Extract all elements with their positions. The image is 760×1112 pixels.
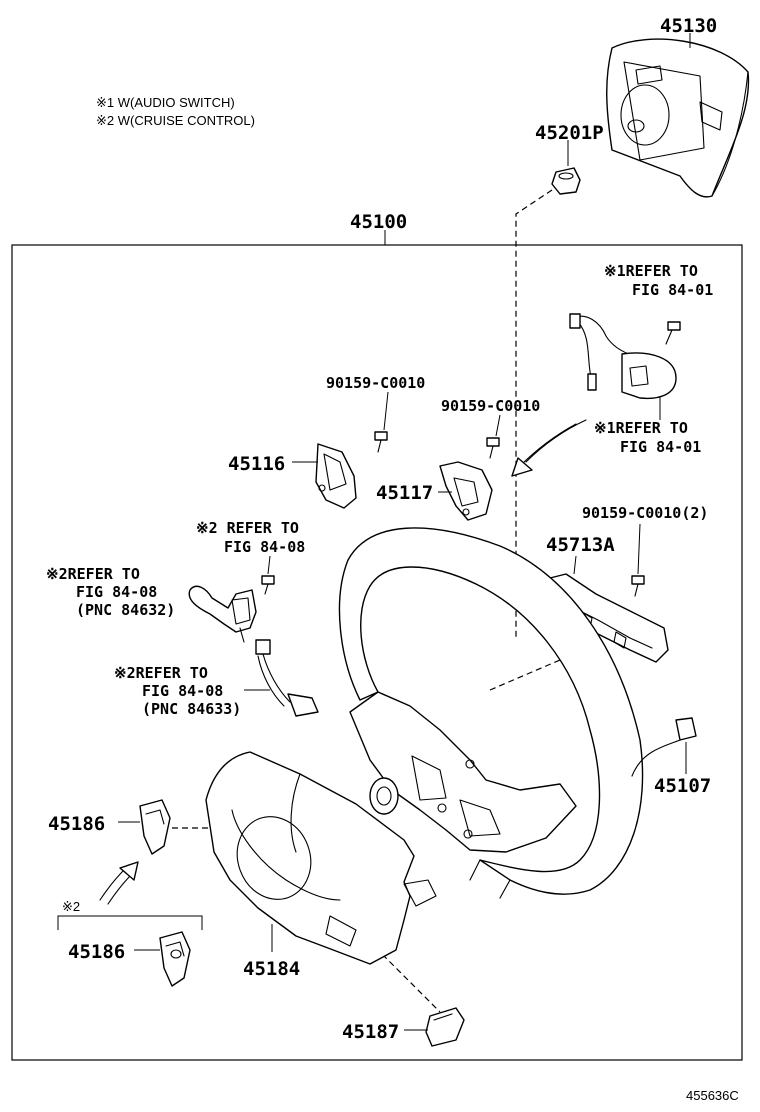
- screw-audio-switch: [665, 321, 681, 345]
- label-screw-a: 90159-C0010: [326, 374, 425, 392]
- screw-c: [631, 575, 645, 597]
- label-ref2-a-1: ※2 REFER TO: [196, 519, 299, 537]
- label-note2-mark: ※2: [62, 899, 80, 914]
- cap-45186-b: [134, 931, 191, 987]
- alignment-line-45713a: [489, 659, 561, 691]
- label-45187: 45187: [342, 1021, 399, 1043]
- label-ref2-c-1: ※2REFER TO: [114, 664, 208, 682]
- screw-b: [486, 437, 500, 459]
- label-45201p: 45201P: [535, 122, 604, 144]
- alignment-line-nut: [515, 189, 553, 640]
- cap-45186-a: [118, 799, 171, 855]
- label-45116: 45116: [228, 453, 285, 475]
- airbag-pad-45130: [606, 33, 750, 198]
- audio-switch-harness: [569, 313, 677, 420]
- label-ref2-b-1: ※2REFER TO: [46, 565, 140, 583]
- note-cruise-control: ※2 W(CRUISE CONTROL): [96, 113, 255, 128]
- label-ref2-b-3: (PNC 84632): [76, 601, 175, 619]
- nut-45201p: [551, 140, 581, 195]
- label-ref2-c-3: (PNC 84633): [142, 700, 241, 718]
- label-45713a: 45713A: [546, 534, 615, 556]
- leader-ref2-a: [267, 555, 271, 575]
- assembly-frame-45100: [11, 244, 743, 1061]
- note-audio-switch: ※1 W(AUDIO SWITCH): [96, 95, 235, 110]
- label-screw-c: 90159-C0010(2): [582, 504, 708, 522]
- leader-45713a: [573, 555, 577, 575]
- bracket-note2: [57, 915, 203, 930]
- screw-a: [374, 431, 388, 453]
- bracket-45116: [292, 443, 357, 509]
- label-45100: 45100: [350, 211, 407, 233]
- label-ref2-a-2: FIG 84-08: [224, 538, 305, 556]
- lower-cover-45184: [205, 751, 437, 965]
- label-45117: 45117: [376, 482, 433, 504]
- cap-45187: [404, 1007, 465, 1047]
- label-ref2-b-2: FIG 84-08: [76, 583, 157, 601]
- label-45184: 45184: [243, 958, 300, 980]
- arrow-to-45186: [99, 861, 139, 905]
- cruise-control-switch: [188, 585, 257, 643]
- cruise-harness: [244, 639, 319, 717]
- label-ref2-c-2: FIG 84-08: [142, 682, 223, 700]
- wire-harness-45107: [631, 717, 697, 777]
- label-ref1-top-b: FIG 84-01: [632, 281, 713, 299]
- label-45130: 45130: [660, 15, 717, 37]
- label-45186-b: 45186: [68, 941, 125, 963]
- label-45186-a: 45186: [48, 813, 105, 835]
- label-45107: 45107: [654, 775, 711, 797]
- figure-code: 455636C: [686, 1088, 739, 1103]
- leader-screw-b: [495, 414, 501, 437]
- leader-screw-a: [383, 391, 389, 431]
- label-ref1-mid-a: ※1REFER TO: [594, 419, 688, 437]
- label-ref1-mid-b: FIG 84-01: [620, 438, 701, 456]
- label-ref1-top-a: ※1REFER TO: [604, 262, 698, 280]
- arrow-to-45117: [511, 419, 587, 477]
- steering-wheel-45100: [338, 527, 644, 899]
- screw-cruise: [261, 575, 275, 595]
- leader-screw-c: [637, 523, 641, 575]
- bracket-45117: [438, 461, 493, 521]
- label-screw-b: 90159-C0010: [441, 397, 540, 415]
